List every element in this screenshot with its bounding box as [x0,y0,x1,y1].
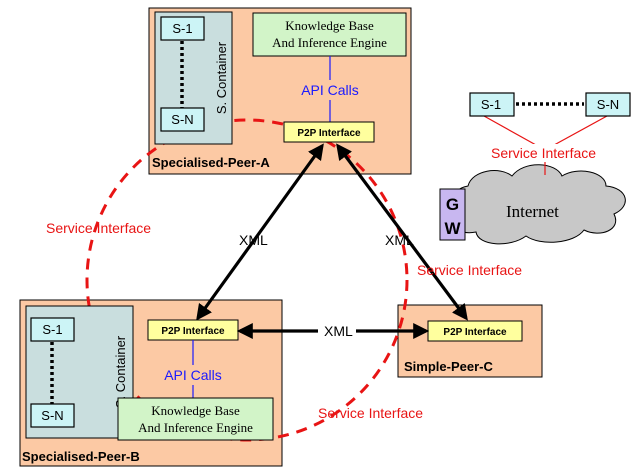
peer-b-service-box-last [30,403,75,428]
peer-b-label: Specialised-Peer-B [22,449,140,464]
peer-b-api-label-bg [158,365,228,385]
external-service-last-label: S-N [597,97,619,112]
peer-b-container-label: S. Container [113,335,128,408]
internet-cloud [451,164,626,245]
peer-b-knowledge-base [117,397,274,441]
gateway-label-g: G [446,195,459,214]
peer-b-p2p-label: P2P Interface [161,326,225,337]
external-service-label: Service Interface [491,145,596,161]
xml-label-b-c: XML [324,323,353,339]
internet-label: Internet [506,202,559,221]
xml-label-b-c-bg [318,321,356,339]
peer-c-label: Simple-Peer-C [404,359,493,374]
peer-a-label: Specialised-Peer-A [152,155,270,170]
peer-a-container-label: S. Container [214,41,229,114]
peer-b-api-label: API Calls [164,367,222,383]
xml-label-a-b: XML [239,232,268,248]
peer-c-p2p-label: P2P Interface [443,327,507,338]
xml-link-a-c [336,143,468,321]
xml-link-a-b [196,143,324,321]
peer-b-service-box-first [30,317,75,342]
gateway-label-w: W [444,219,461,238]
external-service-box-last [585,92,631,117]
external-service-box-first [469,92,515,117]
peer-a-service-box-first [160,16,205,41]
peer-a-service-box-last [160,107,205,132]
xml-label-a-c: XML [385,232,414,248]
peer-a-api-label-bg [295,80,365,100]
peer-a-kb-line2: And Inference Engine [272,35,387,50]
peer-a-api-label: API Calls [301,82,359,98]
peer-b-service-first-label: S-1 [42,322,62,337]
service-interface-label-bottom: Service Interface [318,405,423,421]
peer-b-kb-line2: And Inference Engine [138,420,253,435]
service-interface-label-right: Service Interface [417,262,522,278]
peer-a-p2p-interface [283,121,375,143]
peer-a-kb-line1: Knowledge Base [285,18,374,33]
service-interface-label-left: Service Interface [46,220,151,236]
peer-a-service-last-label: S-N [171,112,193,127]
gateway-box [439,188,466,241]
peer-a-p2p-label: P2P Interface [297,128,361,139]
peer-b-kb-line1: Knowledge Base [151,403,240,418]
peer-a-service-first-label: S-1 [172,21,192,36]
external-service-first-label: S-1 [481,97,501,112]
external-service-label-bg [490,144,610,162]
peer-b-service-last-label: S-N [41,408,63,423]
